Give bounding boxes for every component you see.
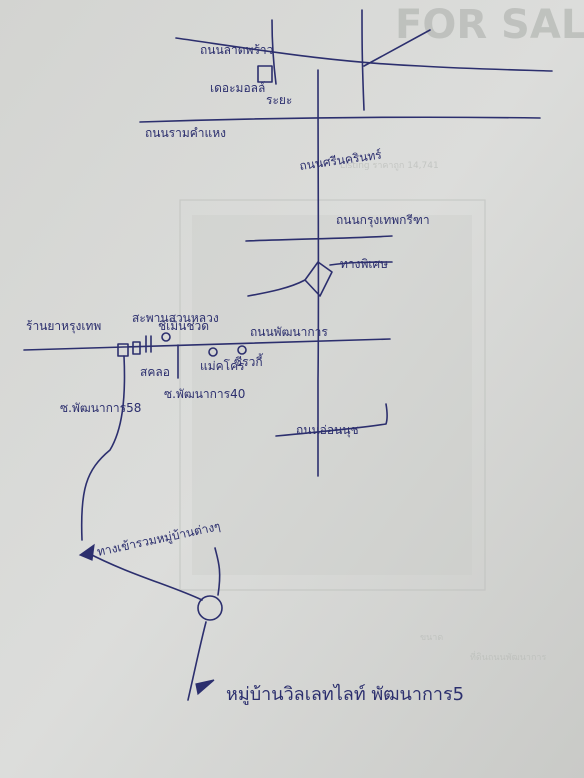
road-diagonal-ne bbox=[363, 29, 431, 67]
fruit-shop-marker bbox=[117, 343, 129, 357]
label-ramkhamhaeng: ถนนรามคำแหง bbox=[145, 126, 226, 140]
label-destination: หมู่บ้านวิลเลทไลท์ พัฒนาการ5 bbox=[226, 683, 464, 705]
suan-luang-marker bbox=[145, 335, 152, 353]
label-soi-58: ซ.พัฒนาการ58 bbox=[60, 401, 141, 415]
road-short-north bbox=[271, 19, 277, 85]
label-soi-40: ซ.พัฒนาการ40 bbox=[164, 387, 245, 401]
label-on-nut: ถนนอ่อนนุช bbox=[296, 423, 359, 438]
road-motorway-east bbox=[329, 261, 393, 266]
road-phatthanakan bbox=[23, 338, 391, 351]
show-through-line-2: ขนาด bbox=[420, 633, 443, 643]
destination-flag-icon bbox=[195, 679, 215, 696]
label-phatthanakan: ถนนพัฒนาการ bbox=[250, 325, 328, 339]
label-kong-shop: สคลอ bbox=[140, 365, 170, 379]
label-the-mall: เดอะมอลล์ bbox=[210, 81, 265, 95]
roundabout-marker bbox=[197, 595, 223, 621]
route-arrow-icon bbox=[78, 543, 95, 561]
label-fruit-shop: ร้านยาหรุงเทพ bbox=[26, 319, 101, 334]
road-south-of-roundabout bbox=[187, 621, 207, 701]
shop-2-marker bbox=[161, 332, 171, 342]
label-maeko: แม่คโคร bbox=[200, 359, 245, 373]
label-krungthep-kreetha: ถนนกรุงเทพกรีฑา bbox=[336, 213, 430, 228]
show-through-heading: FOR SALE bbox=[395, 2, 584, 48]
landmarks bbox=[78, 65, 273, 696]
road-to-roundabout bbox=[85, 551, 203, 601]
road-soi-58 bbox=[80, 355, 126, 541]
show-through-print: FOR SALE Listing ราคาถูก 14,741 ขนาด ที่… bbox=[179, 2, 584, 663]
label-lat-phrao: ถนนลาดพร้าว bbox=[200, 43, 273, 57]
show-through-line-3: ที่ดินถนนพัฒนาการ bbox=[470, 650, 546, 663]
label-shop-2: ชิเมินช่วด bbox=[158, 319, 209, 333]
road-motorway-west bbox=[247, 279, 306, 297]
maeko-marker bbox=[208, 347, 218, 357]
road-lat-phrao bbox=[175, 37, 553, 72]
road-ramkhamhaeng bbox=[139, 116, 541, 123]
the-mall-marker bbox=[257, 65, 273, 83]
show-through-line-1: Listing ราคาถูก 14,741 bbox=[340, 161, 439, 171]
label-suan-luang: สะพานสวนหลวง bbox=[132, 311, 219, 325]
road-lines bbox=[23, 9, 553, 701]
road-krungthep-kreetha bbox=[245, 235, 393, 242]
shop-marker-a bbox=[132, 341, 141, 355]
motorway-interchange bbox=[304, 261, 333, 297]
label-motorway: ทางพิเศษ bbox=[340, 257, 388, 271]
road-on-nut bbox=[275, 403, 388, 437]
big-c-marker bbox=[237, 345, 247, 355]
label-big-c: ซีรวกี้ bbox=[234, 353, 264, 369]
show-through-photo-frame bbox=[179, 199, 486, 591]
road-top-right-branch bbox=[361, 9, 365, 111]
road-north-of-roundabout bbox=[214, 547, 221, 596]
label-ramkhamhaeng-short: ระยะ bbox=[266, 93, 292, 107]
show-through-photo bbox=[192, 215, 472, 575]
